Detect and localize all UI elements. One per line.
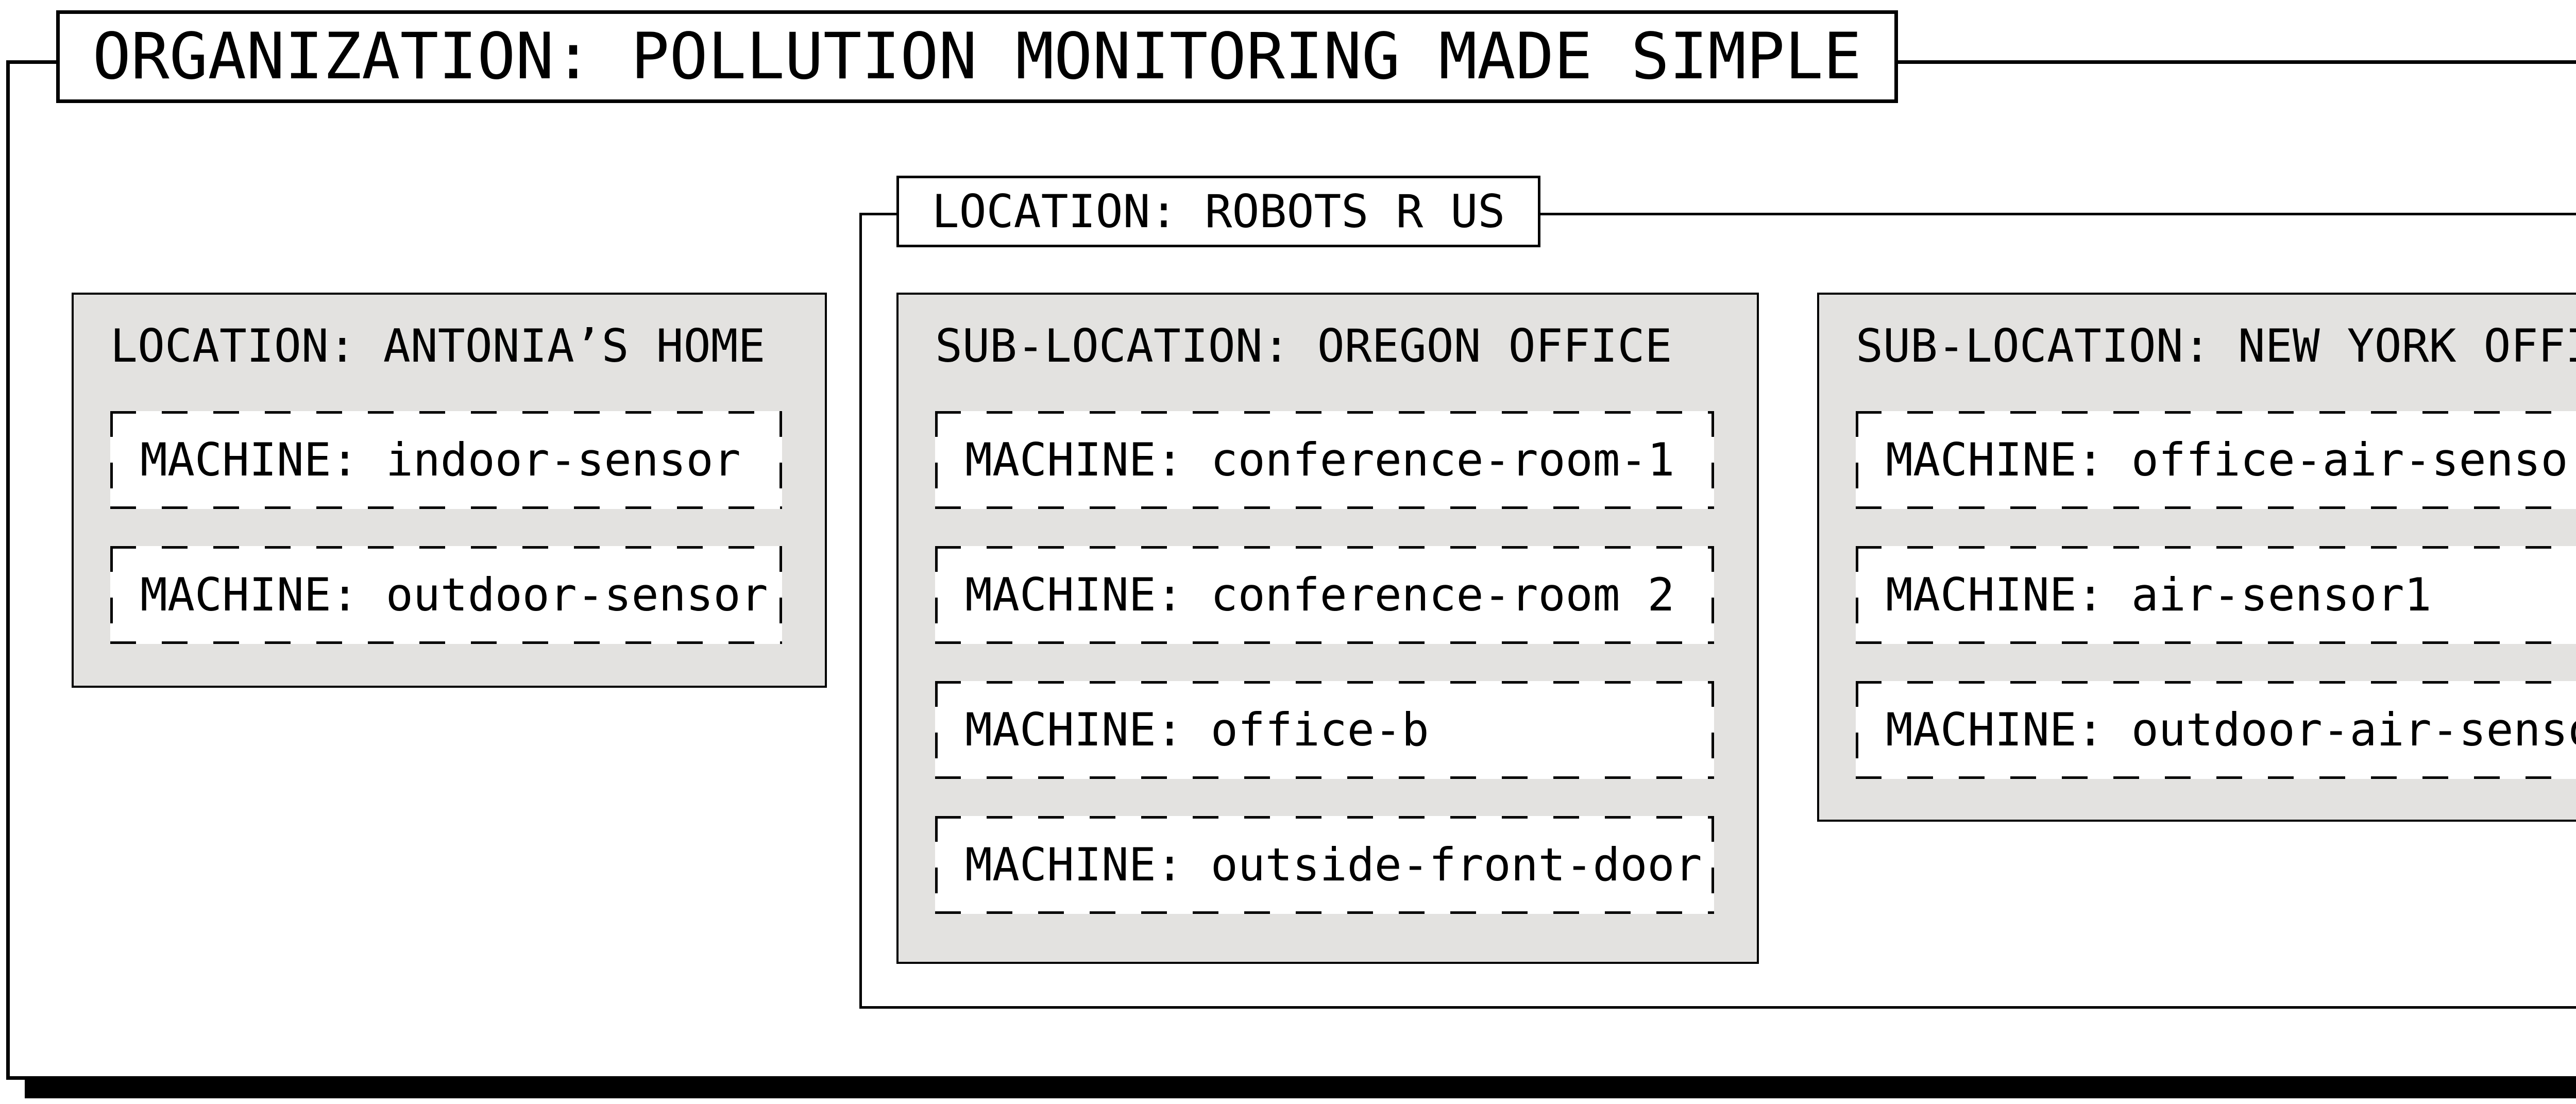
machine-box-outside-front-door: MACHINE: outside-front-door: [935, 816, 1714, 914]
organization-label: ORGANIZATION: POLLUTION MONITORING MADE …: [92, 20, 1862, 94]
machine-box-air-sensor1: MACHINE: air-sensor1: [1856, 546, 2576, 644]
machine-label: MACHINE: outside-front-door: [965, 838, 1702, 891]
sub-location-box-new-york-office: SUB-LOCATION: NEW YORK OFFICE MACHINE: o…: [1817, 293, 2576, 822]
location-box-antonias-home: LOCATION: ANTONIA’S HOME MACHINE: indoor…: [72, 293, 827, 688]
machine-label: MACHINE: conference-room 2: [965, 568, 1675, 621]
machine-label: MACHINE: outdoor-sensor: [140, 568, 768, 621]
machine-label: MACHINE: air-sensor1: [1886, 568, 2432, 621]
machine-box-conference-room-1: MACHINE: conference-room-1: [935, 411, 1714, 509]
location-robots-r-us-label: LOCATION: ROBOTS R US: [931, 185, 1505, 238]
machine-box-office-b: MACHINE: office-b: [935, 681, 1714, 779]
machine-label: MACHINE: office-air-sensor: [1886, 433, 2576, 486]
organization-label-box: ORGANIZATION: POLLUTION MONITORING MADE …: [56, 10, 1898, 103]
machine-label: MACHINE: outdoor-air-sensor: [1886, 703, 2576, 756]
location-robots-r-us-label-box: LOCATION: ROBOTS R US: [896, 176, 1540, 247]
machine-box-office-air-sensor: MACHINE: office-air-sensor: [1856, 411, 2576, 509]
machine-label: MACHINE: office-b: [965, 703, 1429, 756]
machine-label: MACHINE: conference-room-1: [965, 433, 1675, 486]
machine-label: MACHINE: indoor-sensor: [140, 433, 741, 486]
sub-location-box-oregon-office: SUB-LOCATION: OREGON OFFICE MACHINE: con…: [896, 293, 1759, 964]
machine-box-conference-room-2: MACHINE: conference-room 2: [935, 546, 1714, 644]
location-antonias-home-label: LOCATION: ANTONIA’S HOME: [110, 319, 766, 372]
sub-location-oregon-office-label: SUB-LOCATION: OREGON OFFICE: [935, 319, 1672, 372]
machine-box-indoor-sensor: MACHINE: indoor-sensor: [110, 411, 782, 509]
sub-location-new-york-office-label: SUB-LOCATION: NEW YORK OFFICE: [1856, 319, 2576, 372]
machine-box-outdoor-sensor: MACHINE: outdoor-sensor: [110, 546, 782, 644]
machine-box-outdoor-air-sensor: MACHINE: outdoor-air-sensor: [1856, 681, 2576, 779]
